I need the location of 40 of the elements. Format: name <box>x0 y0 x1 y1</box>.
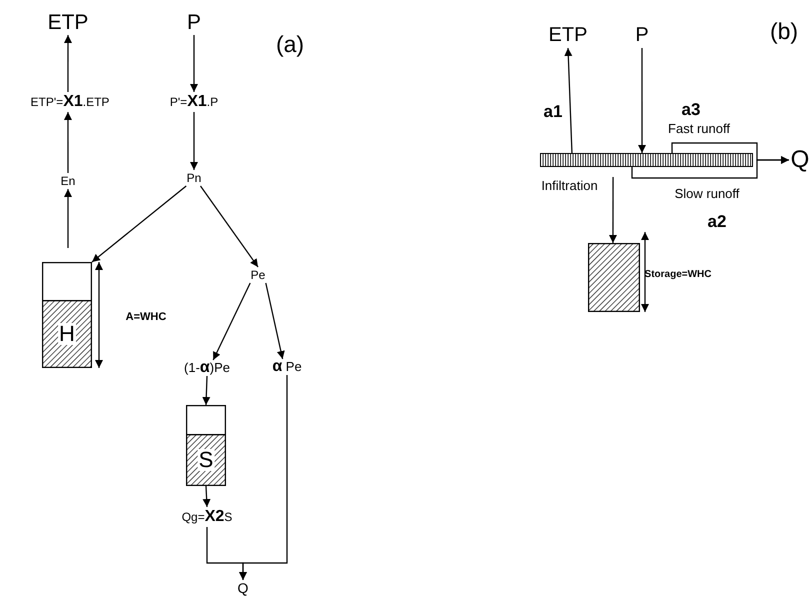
caption-label: Infiltration <box>540 177 599 193</box>
arrow <box>190 35 198 92</box>
variable-label: Pn <box>181 170 207 186</box>
flux-label: ETP <box>543 22 593 48</box>
variable-label: (1-α)Pe <box>176 360 238 376</box>
variable-label: Q <box>235 580 251 596</box>
arrow <box>64 112 72 173</box>
parameter-label: a1 <box>542 101 564 121</box>
arrow <box>265 282 285 360</box>
flux-label: ETP <box>43 9 93 35</box>
parameter-label: a3 <box>680 99 702 119</box>
dimension-label: A=WHC <box>124 310 168 324</box>
flux-label: P <box>632 22 652 48</box>
flux-label: P <box>184 9 204 35</box>
panel-label: (a) <box>274 30 306 58</box>
storage-box <box>588 243 640 312</box>
infiltration-bar <box>540 153 753 167</box>
variable-label: Q <box>789 147 809 173</box>
variable-label: Pe <box>245 267 271 283</box>
arrow <box>608 177 617 243</box>
arrow <box>190 112 198 170</box>
arrow <box>564 48 573 154</box>
arrow <box>239 375 288 580</box>
formula-label: ETP'=X1.ETP <box>10 92 130 112</box>
formula-label: P'=X1.P <box>149 92 239 112</box>
arrow <box>631 156 789 179</box>
arrow <box>212 282 251 360</box>
parameter-label: a2 <box>706 211 728 231</box>
arrow <box>64 35 72 92</box>
arrow <box>92 186 187 262</box>
dimension-label: Storage=WHC <box>645 268 711 282</box>
arrow <box>64 189 72 248</box>
formula-label: Qg=X2S <box>167 507 247 527</box>
panel-label: (b) <box>768 16 800 46</box>
variable-label: α Pe <box>265 359 309 375</box>
variable-label: En <box>55 173 81 189</box>
arrow <box>202 486 211 508</box>
arrow <box>200 186 258 268</box>
arrow <box>202 376 210 406</box>
arrow <box>638 48 646 153</box>
